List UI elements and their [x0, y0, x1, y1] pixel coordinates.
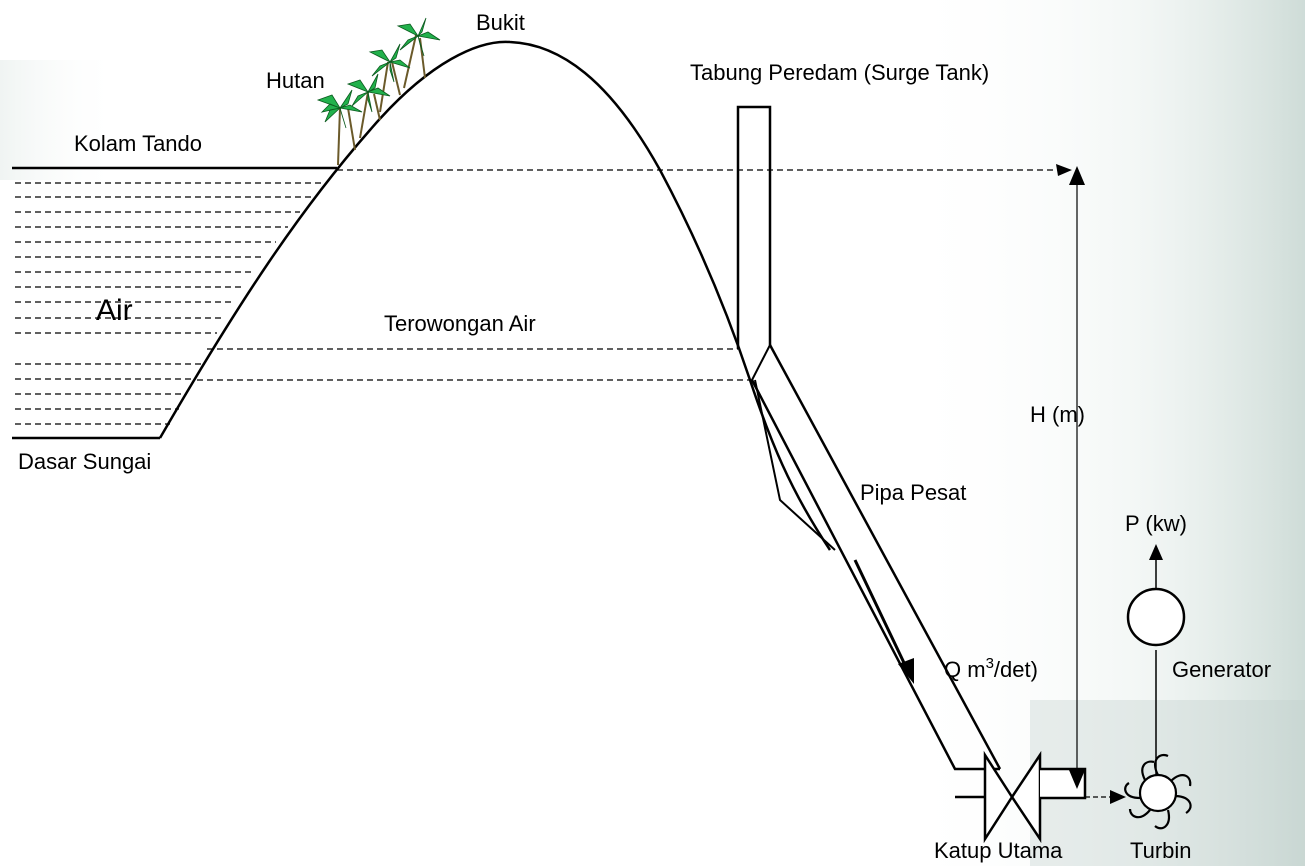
- label-dasar-sungai: Dasar Sungai: [18, 449, 151, 474]
- label-power: P (kw): [1125, 511, 1187, 536]
- label-flow: Q m3/det): [944, 655, 1038, 682]
- label-hutan: Hutan: [266, 68, 325, 93]
- power-arrow: [1149, 544, 1163, 589]
- surge-tank: [736, 105, 772, 349]
- label-katup-utama: Katup Utama: [934, 838, 1063, 863]
- label-bukit: Bukit: [476, 10, 525, 35]
- outflow-arrow: [1085, 790, 1126, 804]
- label-air: Air: [96, 294, 133, 327]
- label-head: H (m): [1030, 402, 1085, 427]
- label-turbin: Turbin: [1130, 838, 1192, 863]
- label-terowongan-air: Terowongan Air: [384, 311, 536, 336]
- label-pipa-pesat: Pipa Pesat: [860, 480, 966, 505]
- label-flow-suffix: /det): [994, 657, 1038, 682]
- flow-arrow: [853, 559, 914, 684]
- palm-tree-icon: [316, 17, 441, 166]
- reservoir-water: [15, 182, 325, 425]
- label-generator: Generator: [1172, 657, 1271, 682]
- water-tunnel: [197, 348, 752, 381]
- label-surge-tank: Tabung Peredam (Surge Tank): [690, 60, 989, 85]
- generator-circle-icon: [1126, 587, 1186, 647]
- head-arrow: [1069, 166, 1085, 789]
- label-flow-prefix: Q m: [944, 657, 986, 682]
- turbine-icon: [1124, 753, 1192, 830]
- hill-outline: [158, 40, 832, 551]
- head-reference-arrowhead: [1056, 164, 1072, 176]
- label-kolam-tando: Kolam Tando: [74, 131, 202, 156]
- label-flow-sup: 3: [986, 655, 994, 672]
